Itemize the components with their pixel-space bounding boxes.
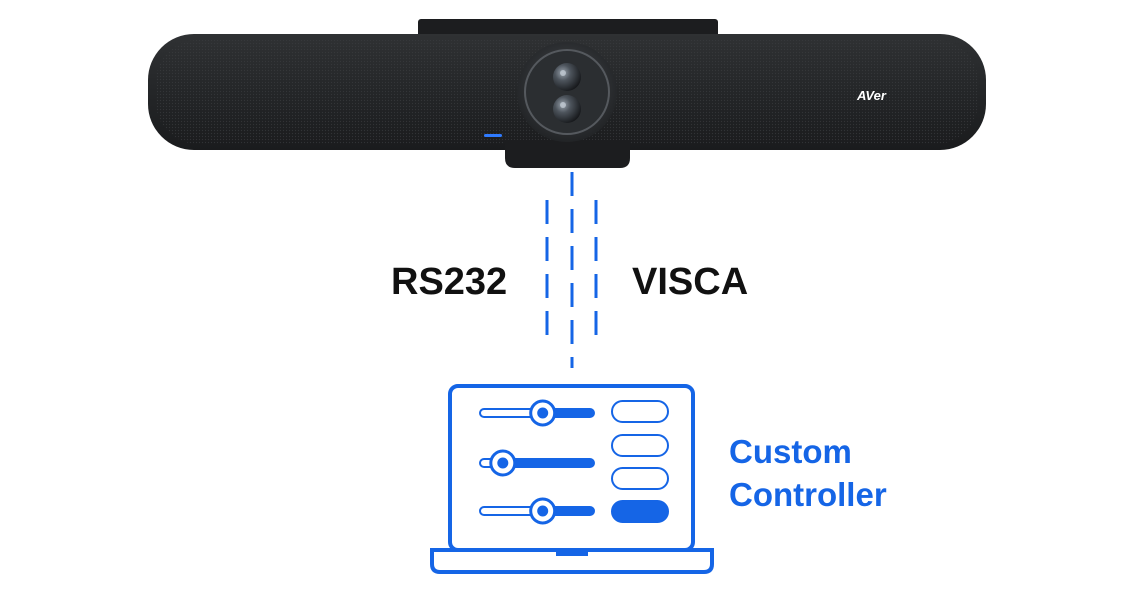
slider-group [479, 399, 595, 525]
status-indicator-led [484, 134, 502, 137]
camera-lens-rim [524, 49, 610, 135]
controller-label-line2: Controller [729, 476, 887, 513]
brand-logo: AVer [856, 88, 887, 103]
preset-button-1[interactable] [611, 400, 669, 423]
connection-lines [545, 172, 598, 368]
preset-button-4[interactable] [611, 500, 669, 523]
slider-knob-center [497, 457, 509, 469]
device-top-mount [418, 19, 718, 37]
slider-1[interactable] [479, 399, 595, 427]
rs232-label: RS232 [391, 261, 507, 303]
slider-knob-center [537, 407, 549, 419]
laptop-base [430, 548, 714, 574]
preset-button-3[interactable] [611, 467, 669, 490]
camera-lens-upper-icon [553, 63, 581, 91]
slider-2[interactable] [479, 449, 595, 477]
video-bar-device: AVer [148, 19, 986, 168]
controller-label-line1: Custom [729, 433, 852, 470]
preset-button-2[interactable] [611, 434, 669, 457]
camera-lens-lower-icon [553, 95, 581, 123]
slider-knob-center [537, 505, 549, 517]
visca-label: VISCA [632, 261, 748, 303]
slider-fill [502, 459, 594, 467]
button-group [611, 400, 669, 523]
camera-bottom-housing [505, 140, 630, 168]
slider-3[interactable] [479, 497, 595, 525]
laptop-notch [556, 550, 588, 556]
laptop-icon [430, 384, 714, 574]
